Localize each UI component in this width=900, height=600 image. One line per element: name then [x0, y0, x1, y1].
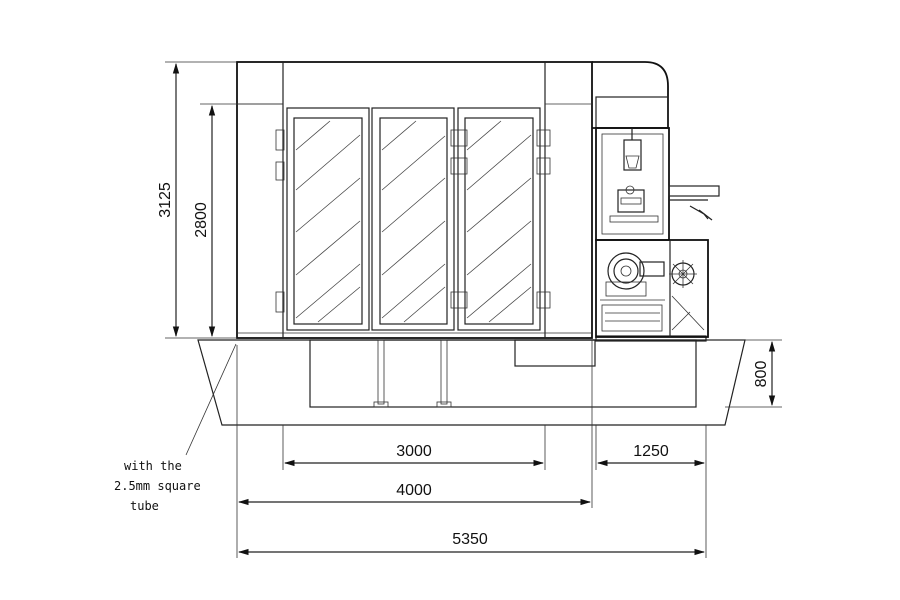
dim-pit-depth: 800: [753, 340, 776, 407]
dim-inner-height: 2800: [193, 104, 216, 338]
side-platform: [668, 185, 720, 221]
note-line-3: tube: [130, 499, 159, 513]
booth-body: [236, 61, 593, 339]
note-line-1: with the: [124, 459, 182, 473]
equipment-upper-cabinet: [595, 127, 670, 241]
door-hinges: [275, 129, 551, 313]
door-left: [286, 107, 370, 331]
dim-cabin-width-label: 3000: [396, 443, 432, 460]
extension-lines: [165, 61, 782, 558]
dim-cabin-width: 3000: [283, 443, 545, 467]
dim-pit-depth-label: 800: [753, 361, 770, 388]
door-right: [457, 107, 541, 331]
duct-hood: [592, 61, 669, 129]
dim-booth-width: 4000: [237, 482, 592, 506]
door-center: [371, 107, 455, 331]
dim-inner-height-label: 2800: [193, 202, 210, 238]
dim-equipment-width: 1250: [596, 443, 706, 467]
foundation-pit: [197, 335, 746, 426]
dim-booth-width-label: 4000: [396, 482, 432, 499]
dim-overall-width-label: 5350: [452, 531, 488, 548]
note-line-2: 2.5mm square: [114, 479, 201, 493]
dim-total-height-label: 3125: [157, 182, 174, 218]
equipment-lower-cabinet: [595, 239, 709, 338]
square-tube-note: with the 2.5mm square tube: [114, 343, 237, 513]
pit-support-legs: [373, 339, 452, 408]
dim-total-height: 3125: [157, 62, 180, 338]
dim-equipment-width-label: 1250: [633, 443, 669, 460]
dim-overall-width: 5350: [237, 531, 706, 556]
